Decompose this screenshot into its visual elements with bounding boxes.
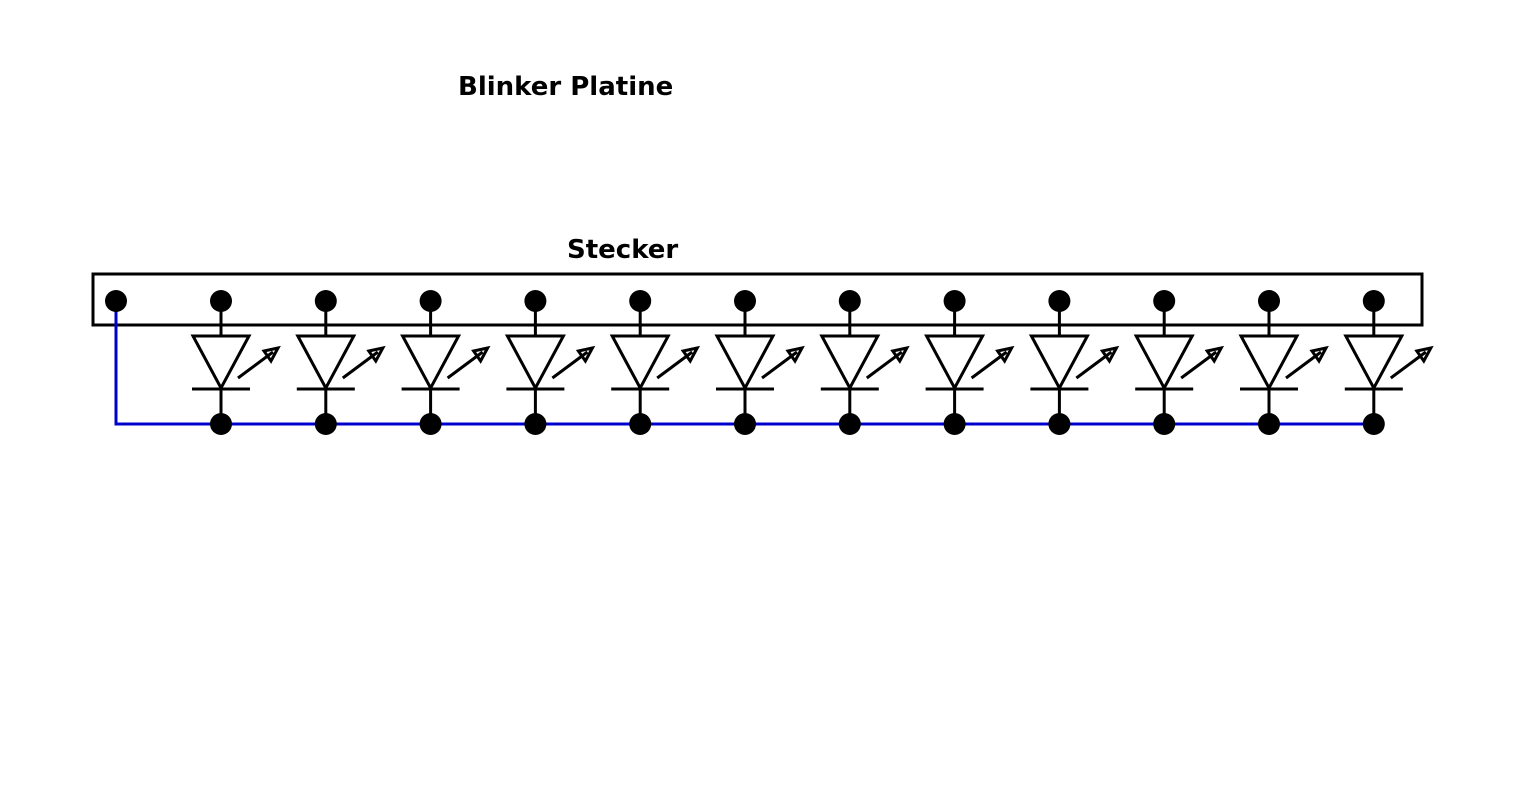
light-arrowhead-icon [1309,345,1329,364]
led-body [295,334,357,392]
led-body [1343,334,1405,392]
light-arrowhead-icon [1099,345,1120,364]
light-arrowhead-icon [1204,345,1225,364]
light-arrowhead-icon [471,345,491,364]
junction-dot [1048,413,1071,435]
junction-dot [1258,413,1280,435]
junction-dot [1153,413,1176,435]
light-arrowhead-icon [995,345,1015,364]
led [1133,301,1225,435]
led-body [714,334,776,392]
led [714,301,805,435]
junction-dot [734,413,756,435]
junction-dot [210,413,232,435]
light-arrowhead-icon [890,345,910,364]
connector-label: Stecker [567,235,679,265]
led-body [609,334,671,392]
light-arrowhead-icon [366,345,386,364]
led [609,301,701,435]
led [190,301,281,435]
led-body [400,334,462,392]
led-body [924,334,986,392]
junction-dot [943,413,966,435]
led-array [190,301,1434,435]
led [504,301,596,435]
light-arrowhead-icon [261,345,281,364]
led-body [504,334,566,392]
light-arrowhead-icon [785,345,805,364]
junction-dot [419,413,442,435]
connector-housing [91,272,1424,327]
light-arrowhead-icon [680,345,701,364]
connector-pin [105,290,127,312]
junction-dot [838,413,861,435]
led [1343,301,1434,435]
light-arrowhead-icon [575,345,596,364]
led [1028,301,1120,435]
led [400,301,491,435]
junction-dot [524,413,547,435]
junction-dot [314,413,337,435]
led [924,301,1015,435]
led [1238,301,1329,435]
led-body [190,334,252,392]
led-body [1028,334,1090,392]
light-arrowhead-icon [1414,345,1434,364]
led-body [1133,334,1195,392]
led [819,301,910,435]
diagram-title: Blinker Platine [458,72,674,102]
junction-dot [1362,413,1385,435]
led [295,301,386,435]
led-body [819,334,881,392]
junction-dot [629,413,652,435]
led-body [1238,334,1300,392]
